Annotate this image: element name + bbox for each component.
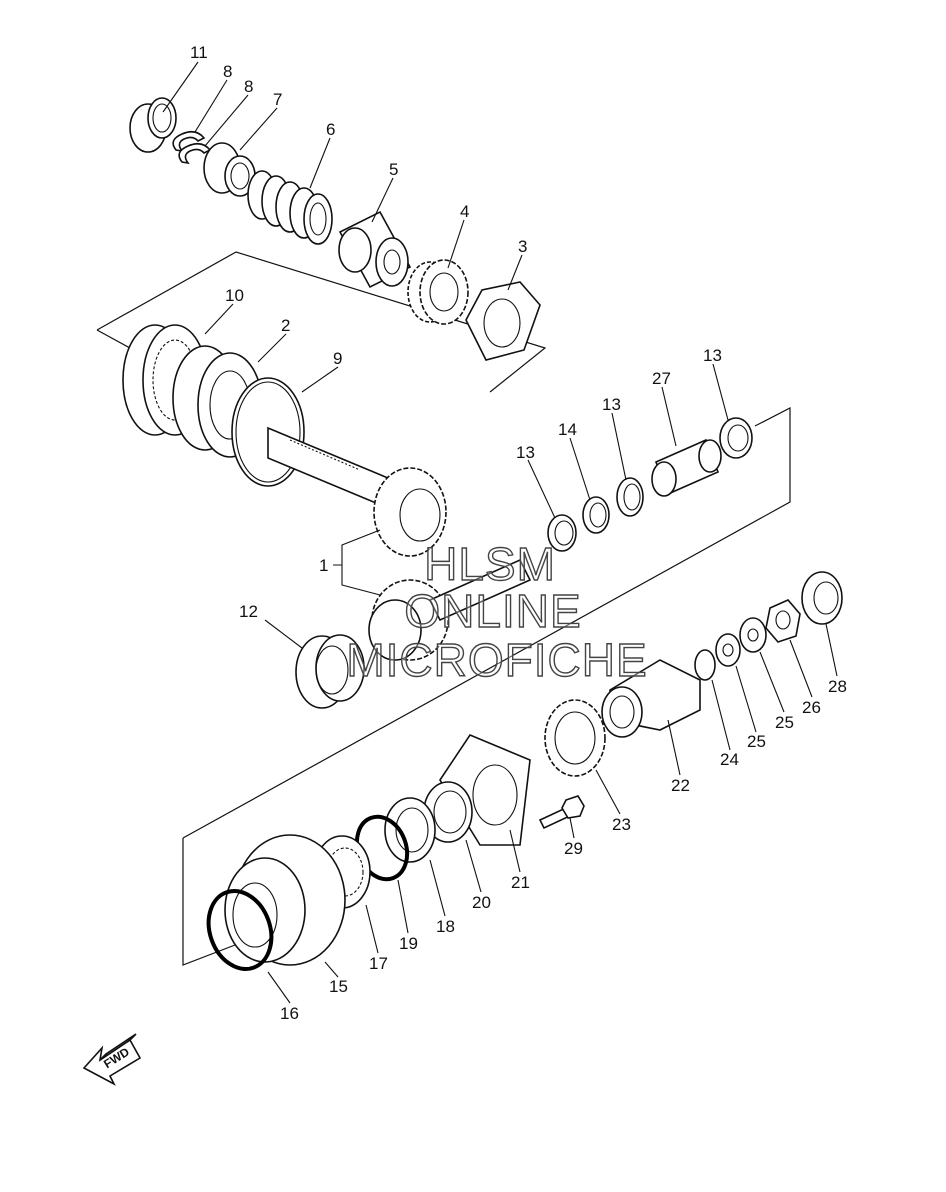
washer-25b — [739, 617, 767, 653]
needle-bearing-11 — [129, 97, 177, 153]
label-11: 11 — [190, 43, 208, 62]
spring-6 — [247, 170, 333, 245]
gear-4 — [407, 259, 469, 325]
washer-24 — [694, 649, 716, 681]
leader-lines — [162, 61, 838, 1004]
spacer-27 — [651, 438, 722, 497]
needle-bearing-12 — [295, 634, 365, 709]
plate-21 — [439, 734, 531, 846]
label-15: 15 — [329, 977, 348, 996]
drive-shaft-1 — [267, 426, 447, 557]
watermark-line-1: HLSM — [424, 538, 556, 590]
label-3: 3 — [518, 237, 527, 256]
watermark-line-2: ONLINE — [404, 585, 581, 637]
clutch-dog-5 — [338, 210, 412, 289]
label-23: 23 — [612, 815, 631, 834]
label-27: 27 — [652, 369, 671, 388]
watermark: HLSM ONLINE MICROFICHE — [346, 537, 648, 686]
label-8a: 8 — [223, 62, 232, 81]
bearing-18 — [384, 797, 436, 863]
label-12: 12 — [239, 602, 258, 621]
o-ring-16 — [206, 889, 274, 971]
label-16: 16 — [280, 1004, 299, 1023]
label-29: 29 — [564, 839, 583, 858]
collar-13b — [616, 477, 644, 517]
nut-26 — [765, 599, 801, 643]
nut-3 — [465, 281, 541, 361]
cap-28 — [801, 571, 843, 625]
label-8b: 8 — [244, 77, 253, 96]
assembly-frame-upper — [96, 251, 547, 393]
label-9: 9 — [333, 349, 342, 368]
fwd-arrow-icon: FWD — [82, 1033, 142, 1086]
label-20: 20 — [472, 893, 491, 912]
label-1: 1 — [319, 556, 328, 575]
label-24: 24 — [720, 750, 739, 769]
label-13a: 13 — [516, 443, 535, 462]
driven-gear-1 — [368, 558, 532, 661]
watermark-line-3: MICROFICHE — [346, 634, 647, 686]
label-26: 26 — [802, 698, 821, 717]
label-14: 14 — [558, 420, 577, 439]
label-25a: 25 — [747, 732, 766, 751]
label-4: 4 — [460, 202, 469, 221]
clip-8 — [172, 130, 212, 165]
label-19: 19 — [399, 934, 418, 953]
bushing-14 — [582, 496, 610, 534]
gear-23 — [544, 699, 606, 777]
washer-25a — [715, 633, 741, 667]
label-17: 17 — [369, 954, 388, 973]
collar-13c — [719, 417, 753, 459]
label-7: 7 — [273, 90, 282, 109]
part-labels: 11 8 8 7 6 5 4 3 10 2 9 1 12 13 14 13 27… — [190, 43, 847, 1023]
label-6: 6 — [326, 120, 335, 139]
label-10: 10 — [225, 286, 244, 305]
housing-15 — [224, 834, 346, 966]
bolt-29 — [538, 795, 585, 830]
label-22: 22 — [671, 776, 690, 795]
collar-13a — [547, 514, 577, 552]
label-21: 21 — [511, 873, 530, 892]
label-18: 18 — [436, 917, 455, 936]
sleeve-7 — [203, 142, 256, 197]
label-28: 28 — [828, 677, 847, 696]
yoke-22 — [601, 659, 701, 738]
label-2: 2 — [281, 316, 290, 335]
label-13b: 13 — [602, 395, 621, 414]
label-5: 5 — [389, 160, 398, 179]
label-13c: 13 — [703, 346, 722, 365]
label-25b: 25 — [775, 713, 794, 732]
